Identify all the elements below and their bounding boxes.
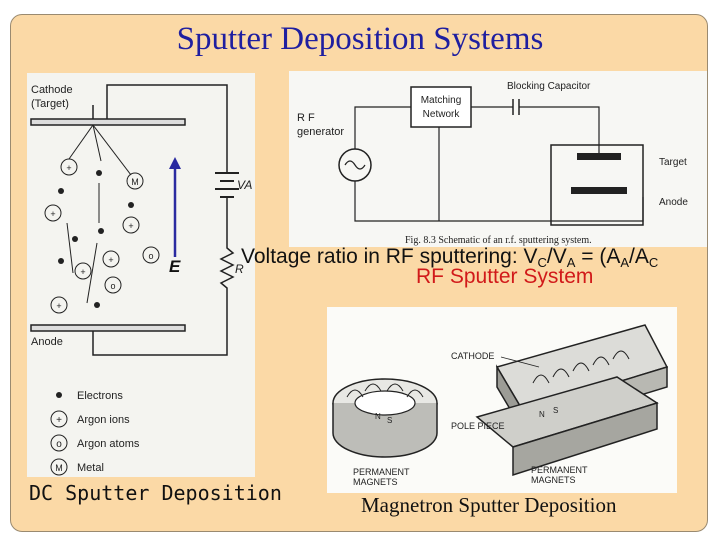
perm-magnets-label-1b: MAGNETS — [353, 477, 398, 487]
cathode-label: Cathode — [31, 84, 73, 96]
rf-system-caption: RF Sputter System — [416, 265, 594, 288]
matching-network-box — [410, 86, 472, 128]
voltage-tail: /A — [629, 245, 649, 268]
argon-ion-glyph: + — [56, 415, 62, 426]
magnetron-caption: Magnetron Sputter Deposition — [361, 493, 617, 517]
svg-text:+: + — [50, 209, 55, 219]
anode-plate — [30, 324, 186, 332]
metal-glyph: M — [55, 463, 63, 473]
perm-magnets-label-2b: MAGNETS — [531, 475, 576, 485]
rf-schematic: R F generator Matching Network Blocking … — [297, 81, 688, 246]
rf-generator-label-2: generator — [297, 126, 344, 138]
matching-label-1: Matching — [421, 95, 462, 106]
legend-metal: Metal — [77, 462, 104, 474]
matching-label-2: Network — [423, 109, 461, 120]
svg-text:+: + — [108, 255, 113, 265]
voltage-ratio-text: Voltage ratio in RF sputtering: VC/VA = … — [241, 245, 658, 270]
rf-target-label: Target — [659, 157, 687, 168]
voltage-sub-aa: A — [620, 255, 630, 270]
rf-fig-caption: Fig. 8.3 Schematic of an r.f. sputtering… — [405, 235, 592, 246]
rf-anode-plate — [571, 187, 627, 194]
voltage-sub-a: A — [566, 255, 576, 270]
pole-piece-label: POLE PIECE — [451, 421, 505, 431]
cathode-plate — [30, 118, 186, 126]
voltage-prefix: Voltage ratio in RF sputtering: V — [241, 245, 538, 268]
svg-text:+: + — [128, 221, 133, 231]
svg-text:S: S — [387, 416, 392, 425]
slide-title: Sputter Deposition Systems — [176, 21, 544, 57]
svg-text:+: + — [56, 301, 61, 311]
magnetron-illustration: CATHODE POLE PIECE PERMANENT MAGNETS PER… — [332, 324, 669, 487]
svg-text:M: M — [131, 177, 139, 187]
va-label: VA — [237, 178, 252, 192]
electron-symbol — [56, 392, 62, 398]
rf-anode-label: Anode — [659, 197, 688, 208]
argon-ion-symbol — [50, 410, 68, 428]
metal-symbol — [50, 458, 68, 476]
blocking-capacitor-label: Blocking Capacitor — [507, 81, 591, 92]
legend-argon-ions: Argon ions — [77, 414, 130, 426]
svg-text:+: + — [80, 267, 85, 277]
voltage-sub-c: C — [537, 255, 547, 270]
slide-frame: Sputter Deposition Systems Cathode (Targ… — [10, 14, 708, 532]
perm-magnets-label-1a: PERMANENT — [353, 467, 410, 477]
voltage-mid: /V — [546, 245, 567, 268]
svg-text:N: N — [375, 412, 381, 421]
dc-schematic: Cathode (Target) Anode VA R — [30, 84, 252, 476]
mag-cathode-label: CATHODE — [451, 351, 494, 361]
rf-generator-label-1: R F — [297, 112, 315, 124]
perm-magnets-label-2a: PERMANENT — [531, 465, 588, 475]
e-field-label: E — [169, 257, 181, 276]
vacuum-chamber — [550, 144, 644, 226]
target-label: (Target) — [31, 98, 69, 110]
rf-diagram: R F generator Matching Network Blocking … — [289, 71, 707, 247]
voltage-rest: = (A — [575, 245, 621, 268]
magnetron-diagram: CATHODE POLE PIECE PERMANENT MAGNETS PER… — [327, 307, 677, 493]
svg-text:+: + — [66, 163, 71, 173]
argon-atom-glyph: o — [56, 439, 62, 450]
svg-text:S: S — [553, 406, 558, 415]
rf-target-plate — [577, 153, 621, 160]
dc-diagram: Cathode (Target) Anode VA R — [27, 73, 255, 477]
svg-text:N: N — [539, 410, 545, 419]
resistor — [92, 197, 235, 356]
legend-argon-atoms: Argon atoms — [77, 438, 140, 450]
voltage-sub-ac: C — [648, 255, 659, 270]
e-field-arrow-icon — [169, 157, 181, 257]
argon-atom-symbol — [50, 434, 68, 452]
r-label: R — [235, 262, 244, 276]
svg-text:o: o — [148, 251, 153, 261]
anode-label: Anode — [31, 336, 63, 348]
svg-text:o: o — [110, 281, 115, 291]
dc-caption: DC Sputter Deposition — [29, 481, 282, 505]
legend-electrons: Electrons — [77, 390, 123, 402]
